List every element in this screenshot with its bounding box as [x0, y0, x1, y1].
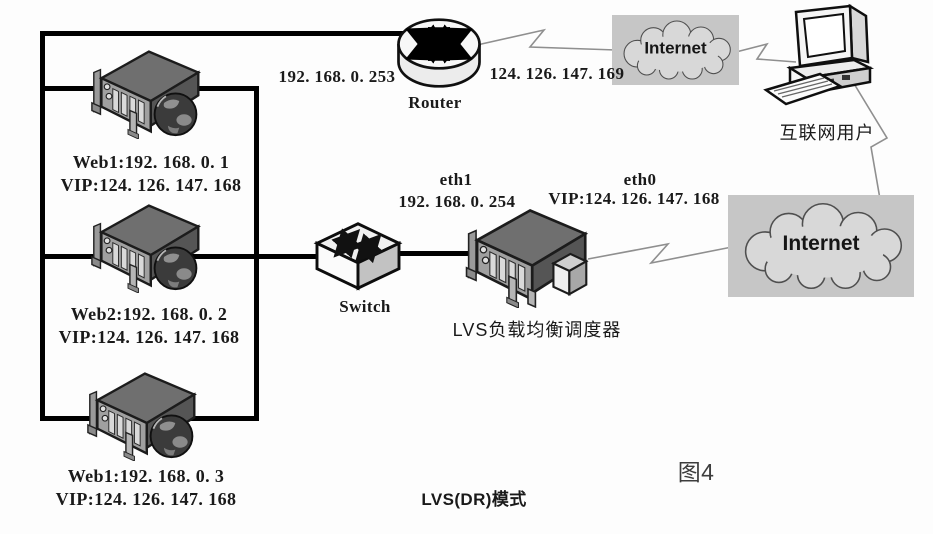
web-server-1-vip: VIP:124. 126. 147. 168 — [60, 175, 242, 195]
router-lan-ip: 192. 168. 0. 253 — [278, 67, 396, 86]
web-server-3-vip: VIP:124. 126. 147. 168 — [55, 489, 237, 509]
internet-top-label: Internet — [644, 38, 707, 58]
web-server-1-icon — [88, 44, 206, 139]
figure-number: 图4 — [677, 459, 715, 485]
lan-link-switch-lvs — [392, 251, 476, 256]
wan-link-lvs-internet2 — [587, 242, 733, 265]
internet-user-label: 互联网用户 — [779, 123, 875, 143]
cloud-icon — [612, 15, 739, 85]
web-server-2-vip: VIP:124. 126. 147. 168 — [58, 327, 240, 347]
internet-cloud-bottom: Internet — [728, 195, 914, 297]
router-icon — [397, 18, 481, 88]
web-server-3-icon — [84, 366, 202, 461]
lvs-eth1-label: eth1 — [439, 170, 473, 189]
lan-link-top — [40, 31, 422, 36]
web-server-3-name: Web1:192. 168. 0. 3 — [67, 466, 225, 486]
router-wan-ip: 124. 126. 147. 169 — [489, 64, 625, 83]
lvs-label: LVS负载均衡调度器 — [452, 320, 622, 340]
internet-cloud-top: Internet — [612, 15, 739, 85]
internet-user-computer-icon — [763, 3, 875, 106]
lvs-server-icon — [460, 202, 596, 308]
web-server-2-label: Web2:192. 168. 0. 2 VIP:124. 126. 147. 1… — [59, 303, 240, 349]
lvs-eth0-ip: VIP:124. 126. 147. 168 — [548, 189, 720, 208]
web-server-3-label: Web1:192. 168. 0. 3 VIP:124. 126. 147. 1… — [56, 465, 237, 511]
router-label: Router — [408, 93, 462, 112]
lan-bus-right — [254, 86, 259, 421]
web-server-1-label: Web1:192. 168. 0. 1 VIP:124. 126. 147. 1… — [61, 151, 242, 197]
switch-label: Switch — [339, 297, 391, 316]
wan-link-internet-user — [735, 42, 797, 63]
web-server-2-name: Web2:192. 168. 0. 2 — [70, 304, 228, 324]
wan-link-router-internet — [476, 28, 617, 51]
wan-link-user-internet2 — [852, 81, 889, 200]
lvs-eth0-label: eth0 — [623, 170, 657, 189]
web-server-2-icon — [88, 198, 206, 293]
lan-bus-left — [40, 31, 45, 421]
web-server-1-name: Web1:192. 168. 0. 1 — [72, 152, 230, 172]
diagram-caption: LVS(DR)模式 — [421, 490, 527, 509]
cloud-icon — [728, 195, 914, 297]
lvs-eth1-ip: 192. 168. 0. 254 — [398, 192, 516, 211]
internet-bottom-label: Internet — [782, 232, 860, 256]
switch-icon — [313, 222, 403, 291]
